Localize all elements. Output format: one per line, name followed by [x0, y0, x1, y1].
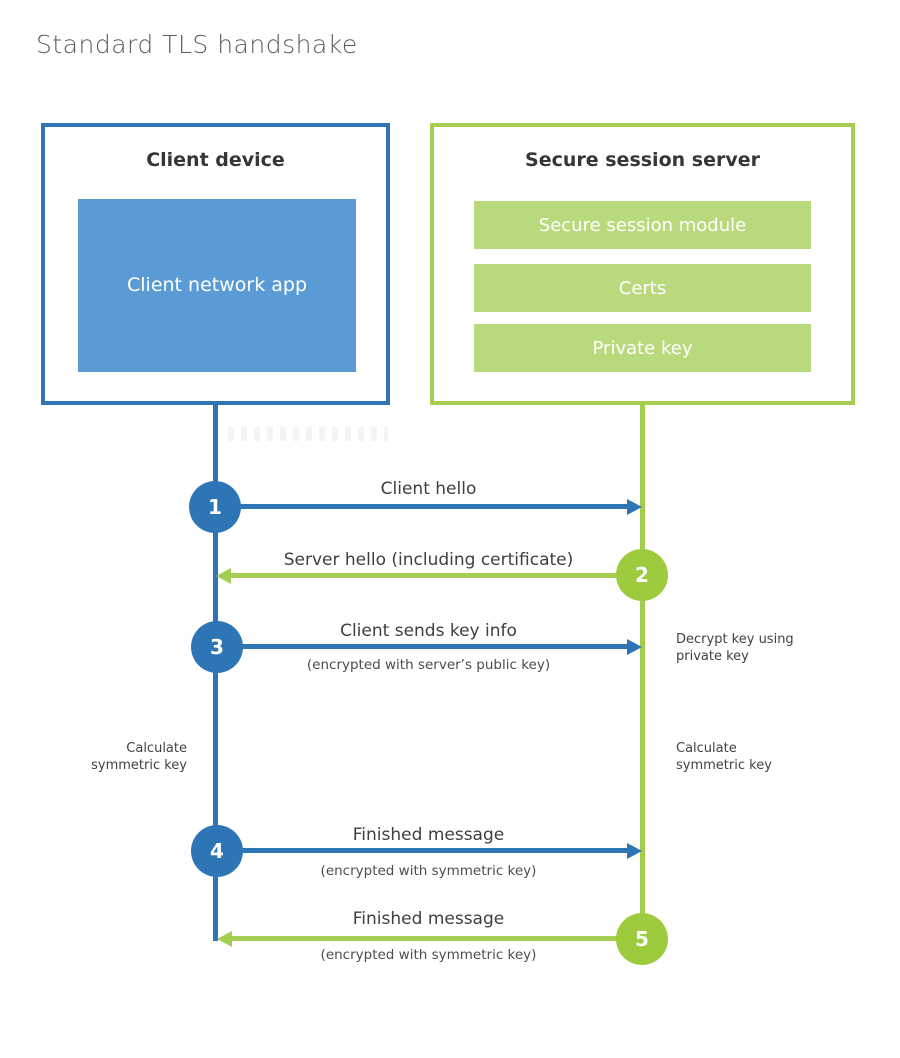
client-device-box: Client device Client network app — [41, 123, 390, 405]
step5-sublabel: (encrypted with symmetric key) — [320, 947, 537, 963]
secure-session-server-box: Secure session server Secure session mod… — [430, 123, 855, 405]
step4-label: Finished message — [352, 825, 505, 845]
client-lifeline — [213, 405, 218, 941]
step3-sublabel: (encrypted with server’s public key) — [306, 657, 551, 673]
step2-arrowhead-left-icon — [216, 568, 231, 584]
server-lifeline — [640, 405, 645, 940]
step5-arrowhead-left-icon — [217, 931, 232, 947]
step3-arrow-line — [215, 644, 627, 649]
step1-arrow-line — [215, 504, 627, 509]
step3-label: Client sends key info — [340, 621, 517, 641]
client-device-title: Client device — [146, 149, 285, 171]
step5-label: Finished message — [352, 909, 505, 929]
server-module-private-key: Private key — [474, 324, 811, 372]
decrypt-key-note: Decrypt key using private key — [676, 632, 794, 664]
page-title: Standard TLS handshake — [36, 30, 358, 59]
secure-session-server-title: Secure session server — [525, 149, 760, 171]
step4-circle: 4 — [191, 825, 243, 877]
step4-sublabel: (encrypted with symmetric key) — [320, 863, 537, 879]
calculate-symmetric-key-left: Calculate symmetric key — [91, 741, 187, 773]
faint-dashes-artifact — [228, 427, 388, 441]
step2-circle: 2 — [616, 549, 668, 601]
step1-label: Client hello — [380, 479, 477, 499]
client-network-app-label: Client network app — [127, 273, 308, 296]
step4-arrow-line — [216, 848, 627, 853]
step1-circle: 1 — [189, 481, 241, 533]
step2-arrow-line — [231, 573, 642, 578]
client-network-app-box: Client network app — [78, 199, 356, 372]
step4-arrowhead-right-icon — [627, 843, 642, 859]
server-module-certs: Certs — [474, 264, 811, 312]
server-module-secure-session: Secure session module — [474, 201, 811, 249]
step3-circle: 3 — [191, 621, 243, 673]
step1-arrowhead-right-icon — [627, 499, 642, 515]
step5-circle: 5 — [616, 913, 668, 965]
step2-label: Server hello (including certificate) — [283, 550, 574, 570]
calculate-symmetric-key-right: Calculate symmetric key — [676, 741, 772, 773]
step5-arrow-line — [232, 936, 642, 941]
step3-arrowhead-right-icon — [627, 639, 642, 655]
